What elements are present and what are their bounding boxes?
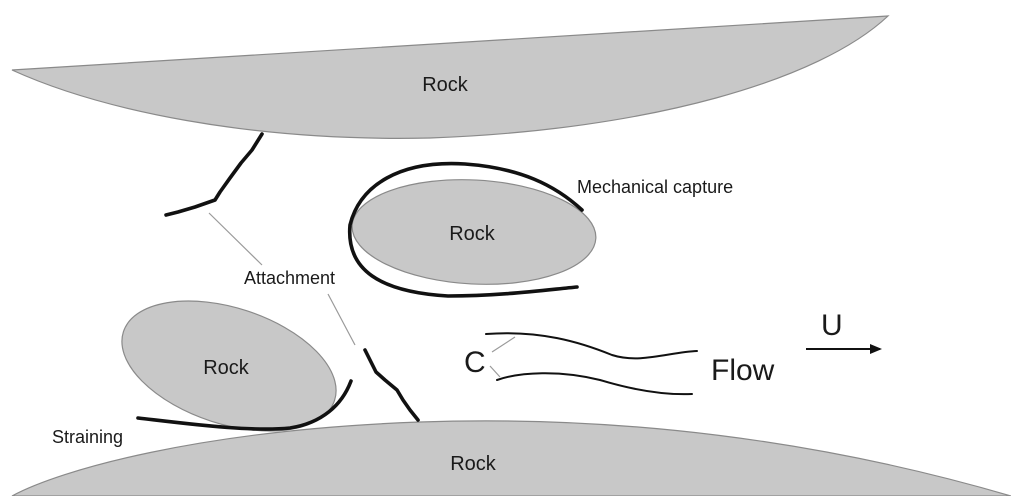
c-leader-upper (492, 337, 515, 352)
straining-label: Straining (52, 427, 123, 447)
bottom-rock-label: Rock (450, 453, 497, 475)
left-rock-label: Rock (203, 357, 250, 379)
attachment-label: Attachment (244, 268, 335, 288)
c-leader-lower (490, 366, 500, 377)
flow-label: Flow (711, 354, 775, 387)
attachment-leader-lower (328, 294, 355, 345)
middle-rock-label: Rock (449, 223, 496, 245)
concentration-label: C (464, 346, 486, 379)
top-rock-label: Rock (422, 74, 469, 96)
velocity-label: U (821, 309, 843, 342)
bottom-rock-grain (12, 421, 1011, 496)
flow-line-upper (486, 333, 697, 358)
attachment-leader-upper (209, 213, 262, 265)
flow-line-lower (497, 373, 692, 394)
attachment-strand-upper (166, 134, 262, 215)
attachment-strand-lower (365, 350, 418, 420)
mechanical-capture-label: Mechanical capture (577, 177, 733, 197)
